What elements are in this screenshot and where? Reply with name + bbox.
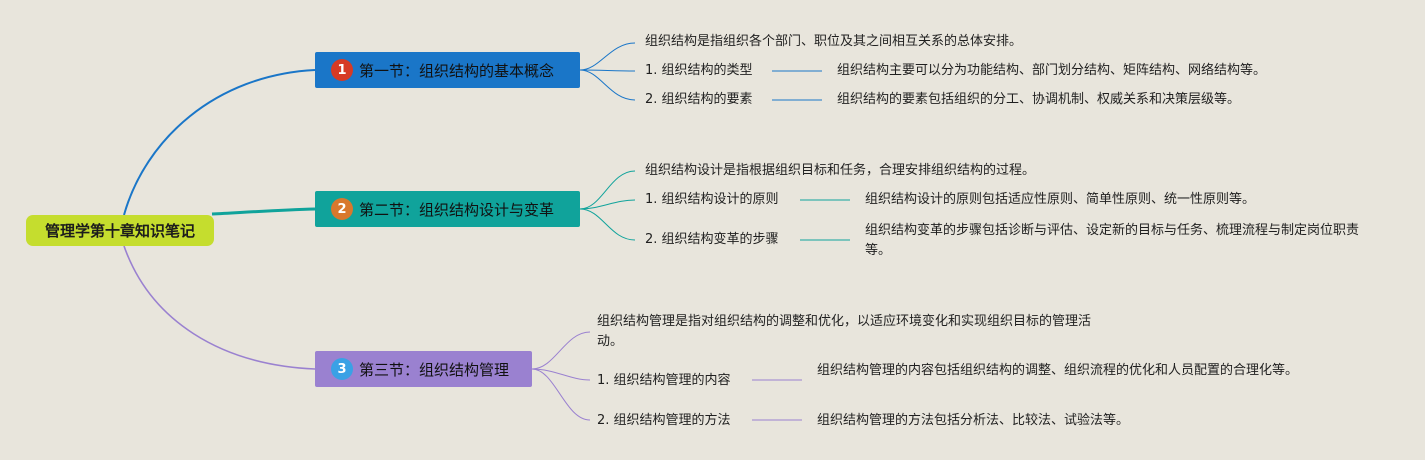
section-1-item-2-label[interactable]: 2. 组织结构的要素 bbox=[645, 92, 753, 107]
section-1-node[interactable]: 1 第一节：组织结构的基本概念 bbox=[315, 52, 580, 88]
s2-item1-line bbox=[579, 199, 636, 210]
s2-item2-line bbox=[579, 208, 636, 241]
root-label: 管理学第十章知识笔记 bbox=[44, 222, 195, 240]
section-2-intro[interactable]: 组织结构设计是指根据组织目标和任务，合理安排组织结构的过程。 bbox=[645, 163, 1036, 178]
section-3-item-1-label[interactable]: 1. 组织结构管理的内容 bbox=[597, 373, 731, 388]
root-to-section-1-line bbox=[123, 69, 316, 216]
s1-item2-line bbox=[579, 69, 636, 101]
section-1-intro[interactable]: 组织结构是指组织各个部门、职位及其之间相互关系的总体安排。 bbox=[645, 34, 1023, 49]
s3-item2-line bbox=[531, 368, 591, 421]
section-3-item-2-detail[interactable]: 组织结构管理的方法包括分析法、比较法、试验法等。 bbox=[817, 413, 1130, 428]
section-1-item-1-label[interactable]: 1. 组织结构的类型 bbox=[645, 63, 753, 78]
root-to-section-2-line bbox=[211, 207, 316, 216]
number-3-badge-icon: 3 bbox=[331, 358, 353, 380]
s3-intro-line bbox=[531, 331, 591, 370]
section-2-item-2-detail[interactable]: 组织结构变革的步骤包括诊断与评估、设定新的目标与任务、梳理流程与制定岗位职责等。 bbox=[865, 223, 1360, 258]
root-node[interactable]: 管理学第十章知识笔记 bbox=[26, 215, 214, 246]
section-1-item-1-detail[interactable]: 组织结构主要可以分为功能结构、部门划分结构、矩阵结构、网络结构等。 bbox=[837, 63, 1267, 78]
number-1-badge-icon: 1 bbox=[331, 59, 353, 81]
section-3-node[interactable]: 3 第三节：组织结构管理 bbox=[315, 351, 532, 387]
section-3-title: 第三节：组织结构管理 bbox=[359, 360, 510, 379]
section-2-node[interactable]: 2 第二节：组织结构设计与变革 bbox=[315, 191, 580, 227]
root-to-section-3-line bbox=[123, 245, 316, 370]
section-3-item-2-label[interactable]: 2. 组织结构管理的方法 bbox=[597, 413, 731, 428]
section-1-item-2-detail[interactable]: 组织结构的要素包括组织的分工、协调机制、权威关系和决策层级等。 bbox=[837, 92, 1241, 107]
s1-item1-line bbox=[579, 69, 636, 72]
section-2-item-1-detail[interactable]: 组织结构设计的原则包括适应性原则、简单性原则、统一性原则等。 bbox=[865, 192, 1256, 207]
s2-intro-line bbox=[579, 170, 636, 210]
number-2-badge-icon: 2 bbox=[331, 198, 353, 220]
section-2-item-1-label[interactable]: 1. 组织结构设计的原则 bbox=[645, 192, 779, 207]
section-3-item-1-detail[interactable]: 组织结构管理的内容包括组织结构的调整、组织流程的优化和人员配置的合理化等。 bbox=[817, 363, 1299, 378]
s3-item1-line bbox=[531, 368, 591, 381]
section-2-title: 第二节：组织结构设计与变革 bbox=[359, 200, 555, 219]
section-3-intro[interactable]: 组织结构管理是指对组织结构的调整和优化，以适应环境变化和实现组织目标的管理活动。 bbox=[597, 314, 1092, 349]
section-1-title: 第一节：组织结构的基本概念 bbox=[359, 61, 555, 80]
section-2-item-2-label[interactable]: 2. 组织结构变革的步骤 bbox=[645, 232, 779, 247]
s1-intro-line bbox=[579, 42, 636, 71]
